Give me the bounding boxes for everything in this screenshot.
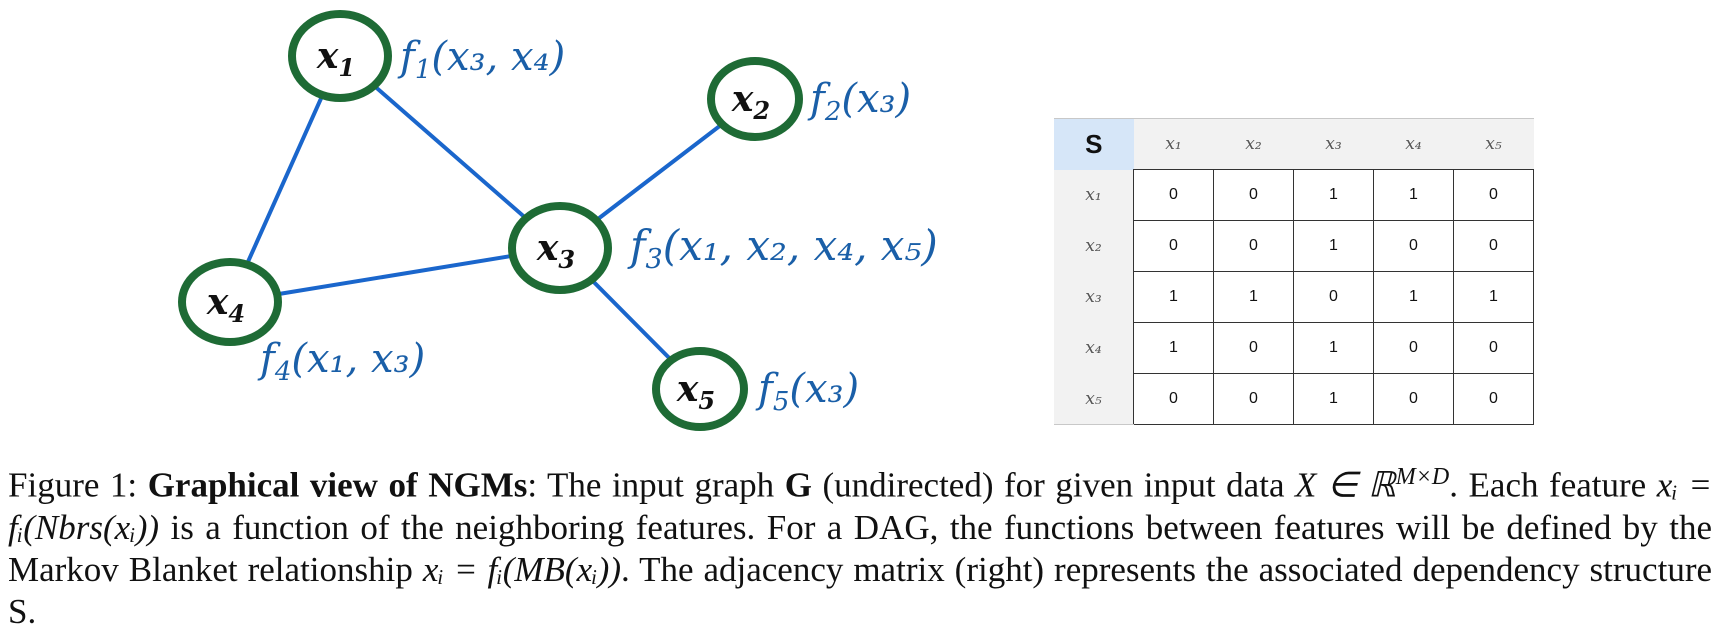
matrix-cell: 0	[1133, 169, 1214, 221]
figure-caption: Figure 1: Graphical view of NGMs: The in…	[8, 456, 1712, 633]
matrix-col-header-x1: x₁	[1133, 118, 1214, 170]
caption-text: . Each feature	[1449, 465, 1657, 505]
node-circle	[707, 57, 803, 141]
node-circle	[652, 347, 748, 431]
matrix-cell: 1	[1293, 169, 1374, 221]
caption-prefix: Figure 1:	[8, 465, 148, 505]
caption-math-sup: M×D	[1395, 464, 1450, 490]
node-x3: x3	[508, 202, 612, 294]
matrix-row-header-x5: x₅	[1054, 373, 1134, 425]
caption-text: : The input graph	[527, 465, 785, 505]
node-circle	[288, 10, 392, 102]
matrix-cell: 0	[1453, 220, 1534, 272]
matrix-cell: 0	[1373, 373, 1454, 425]
matrix-row-header-x3: x₃	[1054, 271, 1134, 323]
matrix-cell: 0	[1213, 373, 1294, 425]
function-label-x3: f3(x₁, x₂, x₄, x₅)	[627, 221, 938, 275]
node-x5: x5	[652, 347, 748, 431]
matrix-cell: 1	[1373, 169, 1454, 221]
matrix-cell: 0	[1213, 169, 1294, 221]
graph-diagram: x1 x2 x3 x4 x5 f1(x₃, x₄) f2(x₃) f3(x₁, x₂, x₄…	[178, 10, 938, 431]
matrix-cell: 1	[1293, 220, 1374, 272]
matrix-cell: 1	[1133, 322, 1214, 374]
matrix-cell: 1	[1293, 373, 1374, 425]
matrix-row-header-x4: x₄	[1054, 322, 1134, 374]
matrix-cell: 0	[1213, 322, 1294, 374]
caption-title: Graphical view of NGMs	[147, 465, 528, 505]
matrix-cell: 0	[1213, 220, 1294, 272]
matrix-cell: 0	[1453, 322, 1534, 374]
node-x2: x2	[707, 57, 803, 141]
matrix-col-header-x4: x₄	[1373, 118, 1454, 170]
caption-graph-symbol: G	[784, 465, 812, 505]
matrix-cell: 0	[1453, 169, 1534, 221]
node-circle	[508, 202, 612, 294]
matrix-cell: 0	[1133, 220, 1214, 272]
matrix-row-header-x1: x₁	[1054, 169, 1134, 221]
caption-math: xᵢ = fᵢ(MB(xᵢ))	[422, 549, 621, 589]
node-x1: x1	[288, 10, 392, 102]
node-x4: x4	[178, 258, 282, 346]
node-circle	[178, 258, 282, 346]
matrix-cell: 0	[1293, 271, 1374, 323]
caption-text: is a function of the neighboring feature…	[8, 507, 1712, 589]
matrix-cell: 1	[1453, 271, 1534, 323]
matrix-cell: 1	[1373, 271, 1454, 323]
function-labels: f1(x₃, x₄) f2(x₃) f3(x₁, x₂, x₄, x₅) f4(x₁,…	[257, 34, 938, 417]
matrix-cell: 1	[1213, 271, 1294, 323]
edge-x3-x4	[228, 246, 562, 304]
matrix-cell: 1	[1133, 271, 1214, 323]
caption-math: xᵢ = fᵢ(Nbrs(xᵢ))	[8, 465, 1712, 547]
matrix-cell: 1	[1293, 322, 1374, 374]
caption-text: . The adjacency matrix (right) represent…	[8, 549, 1713, 631]
matrix-col-header-x5: x₅	[1453, 118, 1534, 170]
matrix-col-header-x2: x₂	[1213, 118, 1294, 170]
matrix-cell: 0	[1373, 322, 1454, 374]
function-label-x4: f4(x₁, x₃)	[257, 336, 425, 387]
matrix-row-header-x2: x₂	[1054, 220, 1134, 272]
matrix-cell: 0	[1373, 220, 1454, 272]
matrix-corner-label: S	[1054, 118, 1134, 170]
matrix-cell: 0	[1133, 373, 1214, 425]
function-label-x5: f5(x₃)	[755, 366, 859, 417]
function-label-x2: f2(x₃)	[807, 76, 911, 127]
caption-text: (undirected) for given input data	[811, 465, 1296, 505]
graph-nodes: x1 x2 x3 x4 x5	[178, 10, 803, 431]
function-label-x1: f1(x₃, x₄)	[397, 34, 565, 85]
caption-math: X ∈ ℝ	[1295, 465, 1396, 505]
matrix-col-header-x3: x₃	[1293, 118, 1374, 170]
matrix-cell: 0	[1453, 373, 1534, 425]
